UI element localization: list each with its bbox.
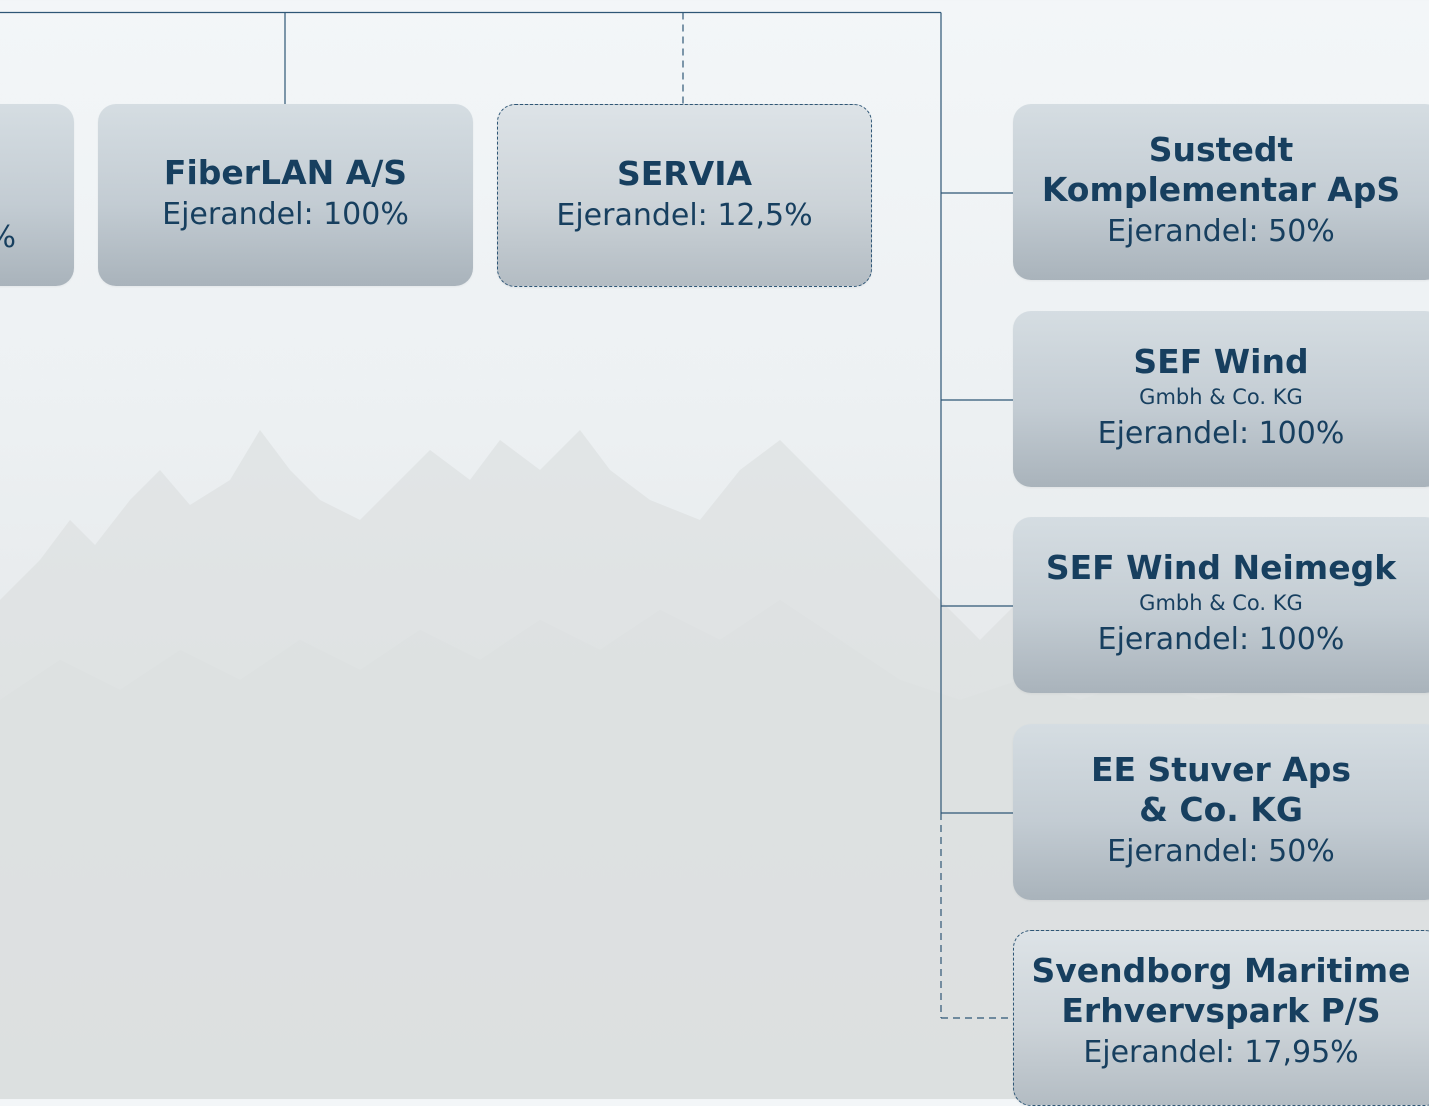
- ownership-share: Ejerandel: 100%: [1097, 622, 1345, 657]
- ownership-share: Ejerandel: 12,5%: [556, 197, 813, 233]
- company-name: SERVIA: [616, 153, 753, 193]
- company-name: SEF Wind: [1133, 342, 1309, 381]
- company-box-fiberlan: FiberLAN A/S Ejerandel: 100%: [98, 104, 473, 286]
- company-name-line1: EE Stuver Aps: [1090, 750, 1352, 789]
- company-name-line2: Komplementar ApS: [1041, 170, 1401, 209]
- company-box-ee-stuver: EE Stuver Aps & Co. KG Ejerandel: 50%: [1013, 724, 1429, 900]
- ownership-share: Ejerandel: 100%: [1097, 416, 1345, 451]
- ownership-share: Ejerandel: 50%: [1107, 834, 1335, 869]
- company-subtitle: Gmbh & Co. KG: [1139, 591, 1303, 615]
- company-name: FiberLAN A/S: [163, 153, 408, 192]
- company-name: SEF Wind Neimegk: [1045, 548, 1397, 587]
- company-name-line1: Svendborg Maritime: [1031, 951, 1411, 990]
- company-subtitle: Gmbh & Co. KG: [1139, 385, 1303, 409]
- ownership-share: Ejerandel: 100%: [162, 197, 409, 232]
- ownership-share: %: [0, 216, 16, 260]
- company-name-line2: Erhvervspark P/S: [1061, 991, 1381, 1030]
- ownership-share: Ejerandel: 50%: [1107, 214, 1335, 249]
- company-box-sustedt: Sustedt Komplementar ApS Ejerandel: 50%: [1013, 104, 1429, 280]
- company-box-sef-wind: SEF Wind Gmbh & Co. KG Ejerandel: 100%: [1013, 311, 1429, 487]
- company-name-line2: & Co. KG: [1139, 790, 1303, 829]
- company-box-svendborg: Svendborg Maritime Erhvervspark P/S Ejer…: [1013, 930, 1429, 1106]
- company-name-line1: Sustedt: [1148, 130, 1294, 169]
- company-box-sef-wind-neimegk: SEF Wind Neimegk Gmbh & Co. KG Ejerandel…: [1013, 517, 1429, 693]
- company-box-partial-left: %: [0, 104, 74, 286]
- company-box-servia: SERVIA Ejerandel: 12,5%: [497, 104, 872, 287]
- ownership-share: Ejerandel: 17,95%: [1083, 1035, 1359, 1070]
